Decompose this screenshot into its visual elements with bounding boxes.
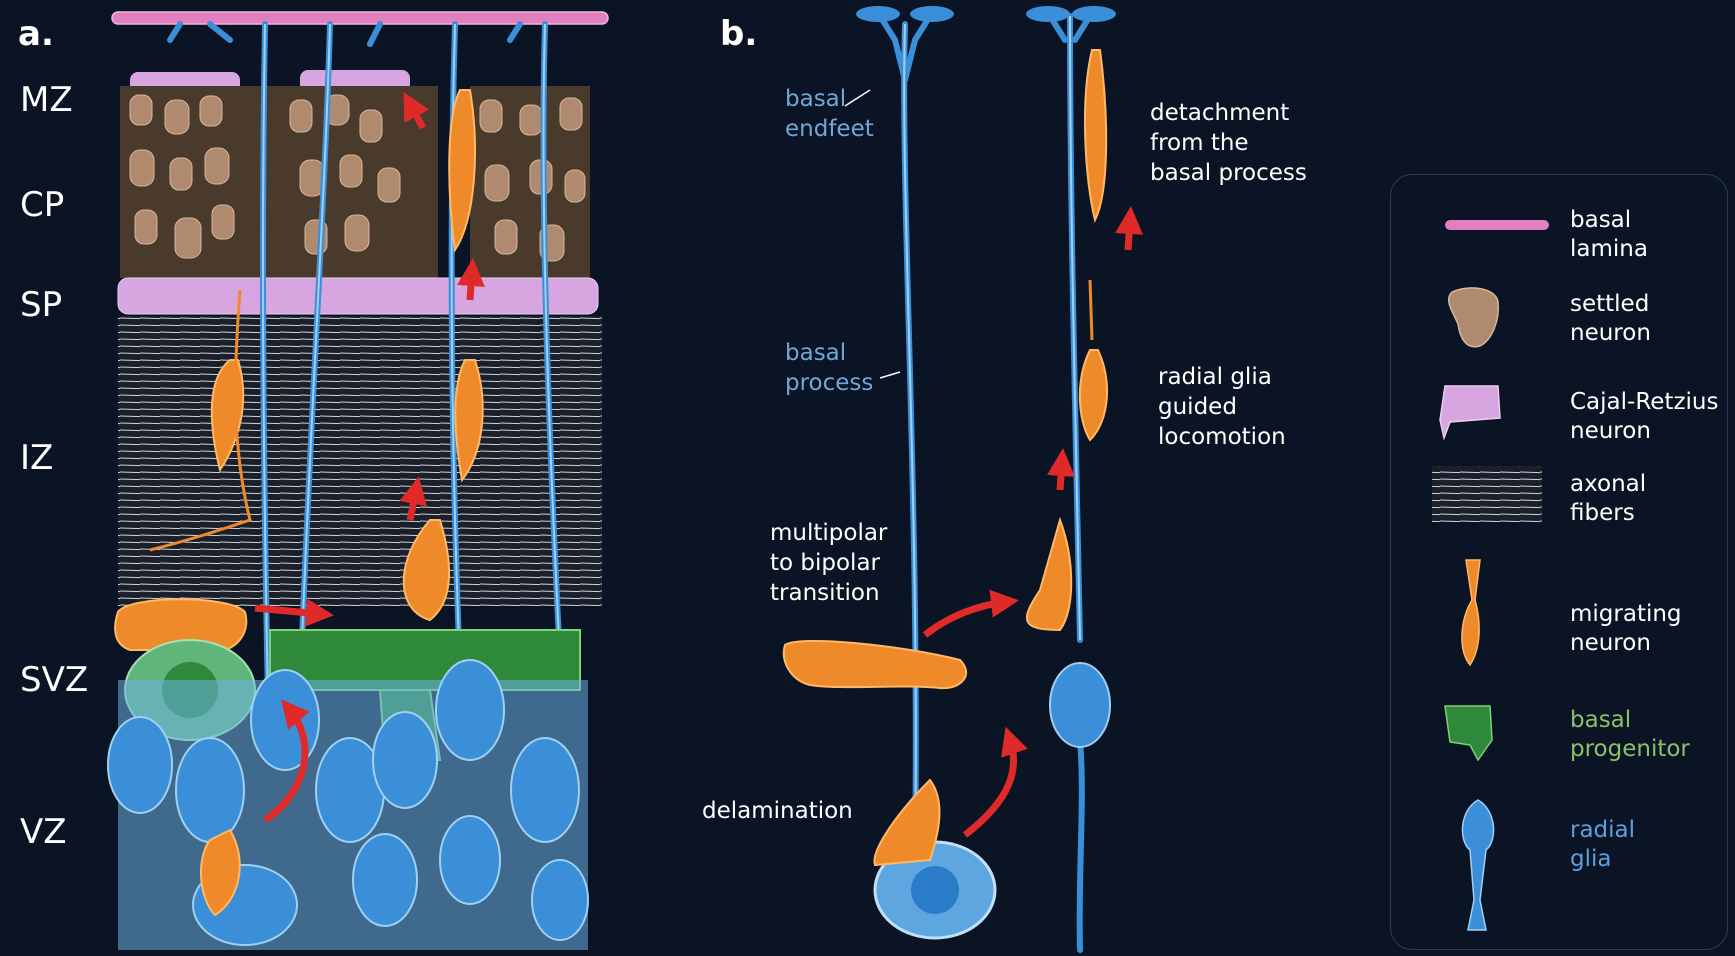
legend-label-cajal-retzius: Cajal-Retzius neuron bbox=[1570, 388, 1718, 446]
right-fiber-neuron bbox=[1090, 280, 1092, 340]
panel-a-label: a. bbox=[18, 14, 54, 54]
legend bbox=[1390, 174, 1728, 950]
layer-label-mz: MZ bbox=[20, 80, 73, 120]
cortical-plate bbox=[120, 86, 590, 278]
bipolar-neuron bbox=[1027, 520, 1071, 630]
endfoot bbox=[856, 6, 900, 22]
annotation-multipolar: multipolar to bipolar transition bbox=[770, 518, 887, 608]
basal-lamina bbox=[112, 12, 608, 24]
layer-label-sp: SP bbox=[20, 285, 62, 325]
legend-label-basal-progenitor: basal progenitor bbox=[1570, 706, 1690, 764]
layer-label-iz: IZ bbox=[20, 438, 53, 478]
legend-label-migrating-neuron: migrating neuron bbox=[1570, 600, 1682, 658]
axonal-fibers-zone bbox=[118, 316, 602, 606]
annotation-basal-endfeet: basal endfeet bbox=[785, 84, 874, 144]
legend-label-radial-glia: radial glia bbox=[1570, 816, 1635, 874]
subplate-band bbox=[118, 278, 598, 314]
annotation-radial-glia-guided: radial glia guided locomotion bbox=[1158, 362, 1286, 452]
annotation-basal-process: basal process bbox=[785, 338, 873, 398]
migration-arrows-b bbox=[925, 220, 1130, 835]
multipolar-neuron bbox=[784, 641, 966, 688]
annotation-detachment: detachment from the basal process bbox=[1150, 98, 1307, 188]
legend-label-settled-neuron: settled neuron bbox=[1570, 290, 1651, 348]
endfoot bbox=[910, 6, 954, 22]
layer-label-svz: SVZ bbox=[20, 660, 88, 700]
detaching-neuron bbox=[1085, 50, 1106, 220]
legend-label-basal-lamina: basal lamina bbox=[1570, 206, 1648, 264]
endfoot bbox=[1072, 6, 1116, 22]
locomoting-neuron bbox=[1080, 350, 1107, 440]
layer-label-vz: VZ bbox=[20, 812, 67, 852]
layer-label-cp: CP bbox=[20, 185, 64, 225]
delaminating-neuron bbox=[874, 780, 939, 865]
vz-radial-glia bbox=[108, 660, 588, 950]
endfoot bbox=[1026, 6, 1070, 22]
annotation-delamination: delamination bbox=[702, 796, 853, 826]
panel-a bbox=[108, 12, 608, 950]
legend-label-axonal-fibers: axonal fibers bbox=[1570, 470, 1646, 528]
panel-b-label: b. bbox=[720, 14, 757, 54]
radial-glia-soma bbox=[1050, 663, 1110, 747]
